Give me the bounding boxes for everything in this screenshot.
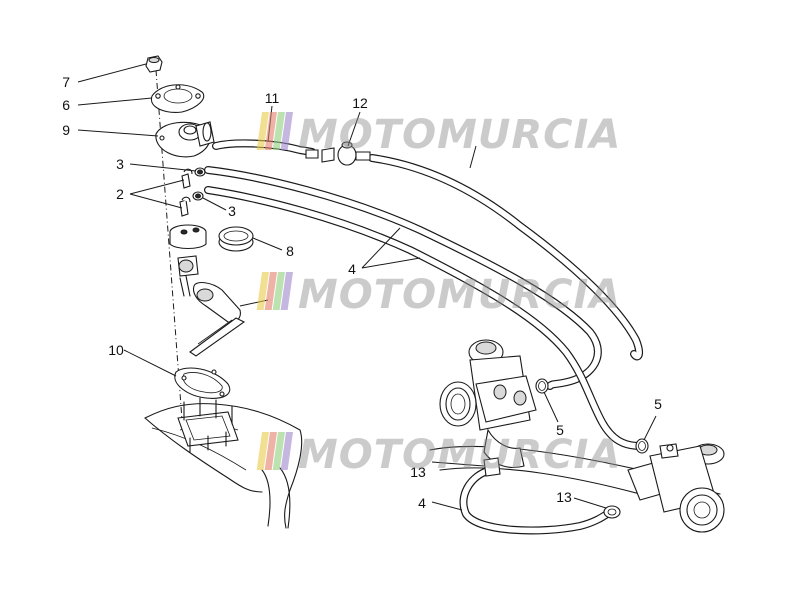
fuel-pump-assembly <box>169 224 246 357</box>
watermark-top: MOTOMURCIA <box>256 112 621 158</box>
callout-13-left: 13 <box>410 464 426 480</box>
watermark-middle: MOTOMURCIA <box>256 272 621 318</box>
clip-part-3-upper <box>194 167 206 177</box>
watermark-text: MOTOMURCIA <box>298 272 621 318</box>
nut-part-7 <box>145 55 163 73</box>
callout-4-lower: 4 <box>418 495 426 511</box>
gasket-part-10 <box>174 367 231 399</box>
callout-labels: 7 6 9 3 2 3 8 10 11 12 4 5 5 13 4 13 <box>62 74 662 511</box>
callout-9: 9 <box>62 122 70 138</box>
watermark-text: MOTOMURCIA <box>298 432 621 478</box>
hose-clamp-part-5-left <box>535 378 549 394</box>
elbow-part-2-upper <box>181 168 193 189</box>
callout-11: 11 <box>265 90 280 106</box>
elbow-part-2-lower <box>179 196 191 217</box>
callout-5-right: 5 <box>654 396 662 412</box>
hose-part-4-lower <box>459 466 614 535</box>
hose-part-4-middle <box>204 166 602 390</box>
callout-5-left: 5 <box>556 422 564 438</box>
throttle-body-right <box>627 443 725 533</box>
callout-12: 12 <box>352 95 368 111</box>
hose-part-11 <box>212 139 316 156</box>
callout-6: 6 <box>62 97 70 113</box>
callout-4-upper: 4 <box>348 261 356 277</box>
watermark-stripes <box>256 432 293 470</box>
tank-studs <box>183 397 233 453</box>
callout-2: 2 <box>116 186 124 202</box>
callout-10: 10 <box>108 342 124 358</box>
fuel-tank-outline <box>144 397 303 529</box>
callout-7: 7 <box>62 74 70 90</box>
clamp-part-13-left <box>483 457 501 477</box>
callout-8: 8 <box>286 243 294 259</box>
hose-clamp-part-5-right <box>635 438 649 454</box>
ring-seal-part-8 <box>218 226 254 252</box>
watermark-text: MOTOMURCIA <box>298 112 621 158</box>
hose-part-4-inner <box>204 186 644 450</box>
watermark-stripes <box>256 272 293 310</box>
clip-part-3-lower <box>192 191 204 201</box>
flange-part-9 <box>155 121 215 158</box>
clamp-part-13-right <box>603 505 621 519</box>
callout-3-lower: 3 <box>228 203 236 219</box>
callout-13-right: 13 <box>556 489 572 505</box>
plate-part-6 <box>150 84 205 113</box>
callout-3-upper: 3 <box>116 156 124 172</box>
watermark-stripes <box>256 112 293 150</box>
watermark-bottom: MOTOMURCIA <box>256 432 621 478</box>
valve-part-12 <box>305 141 371 166</box>
throttle-body-center <box>429 339 721 495</box>
hose-part-4-long-outer <box>368 154 644 361</box>
